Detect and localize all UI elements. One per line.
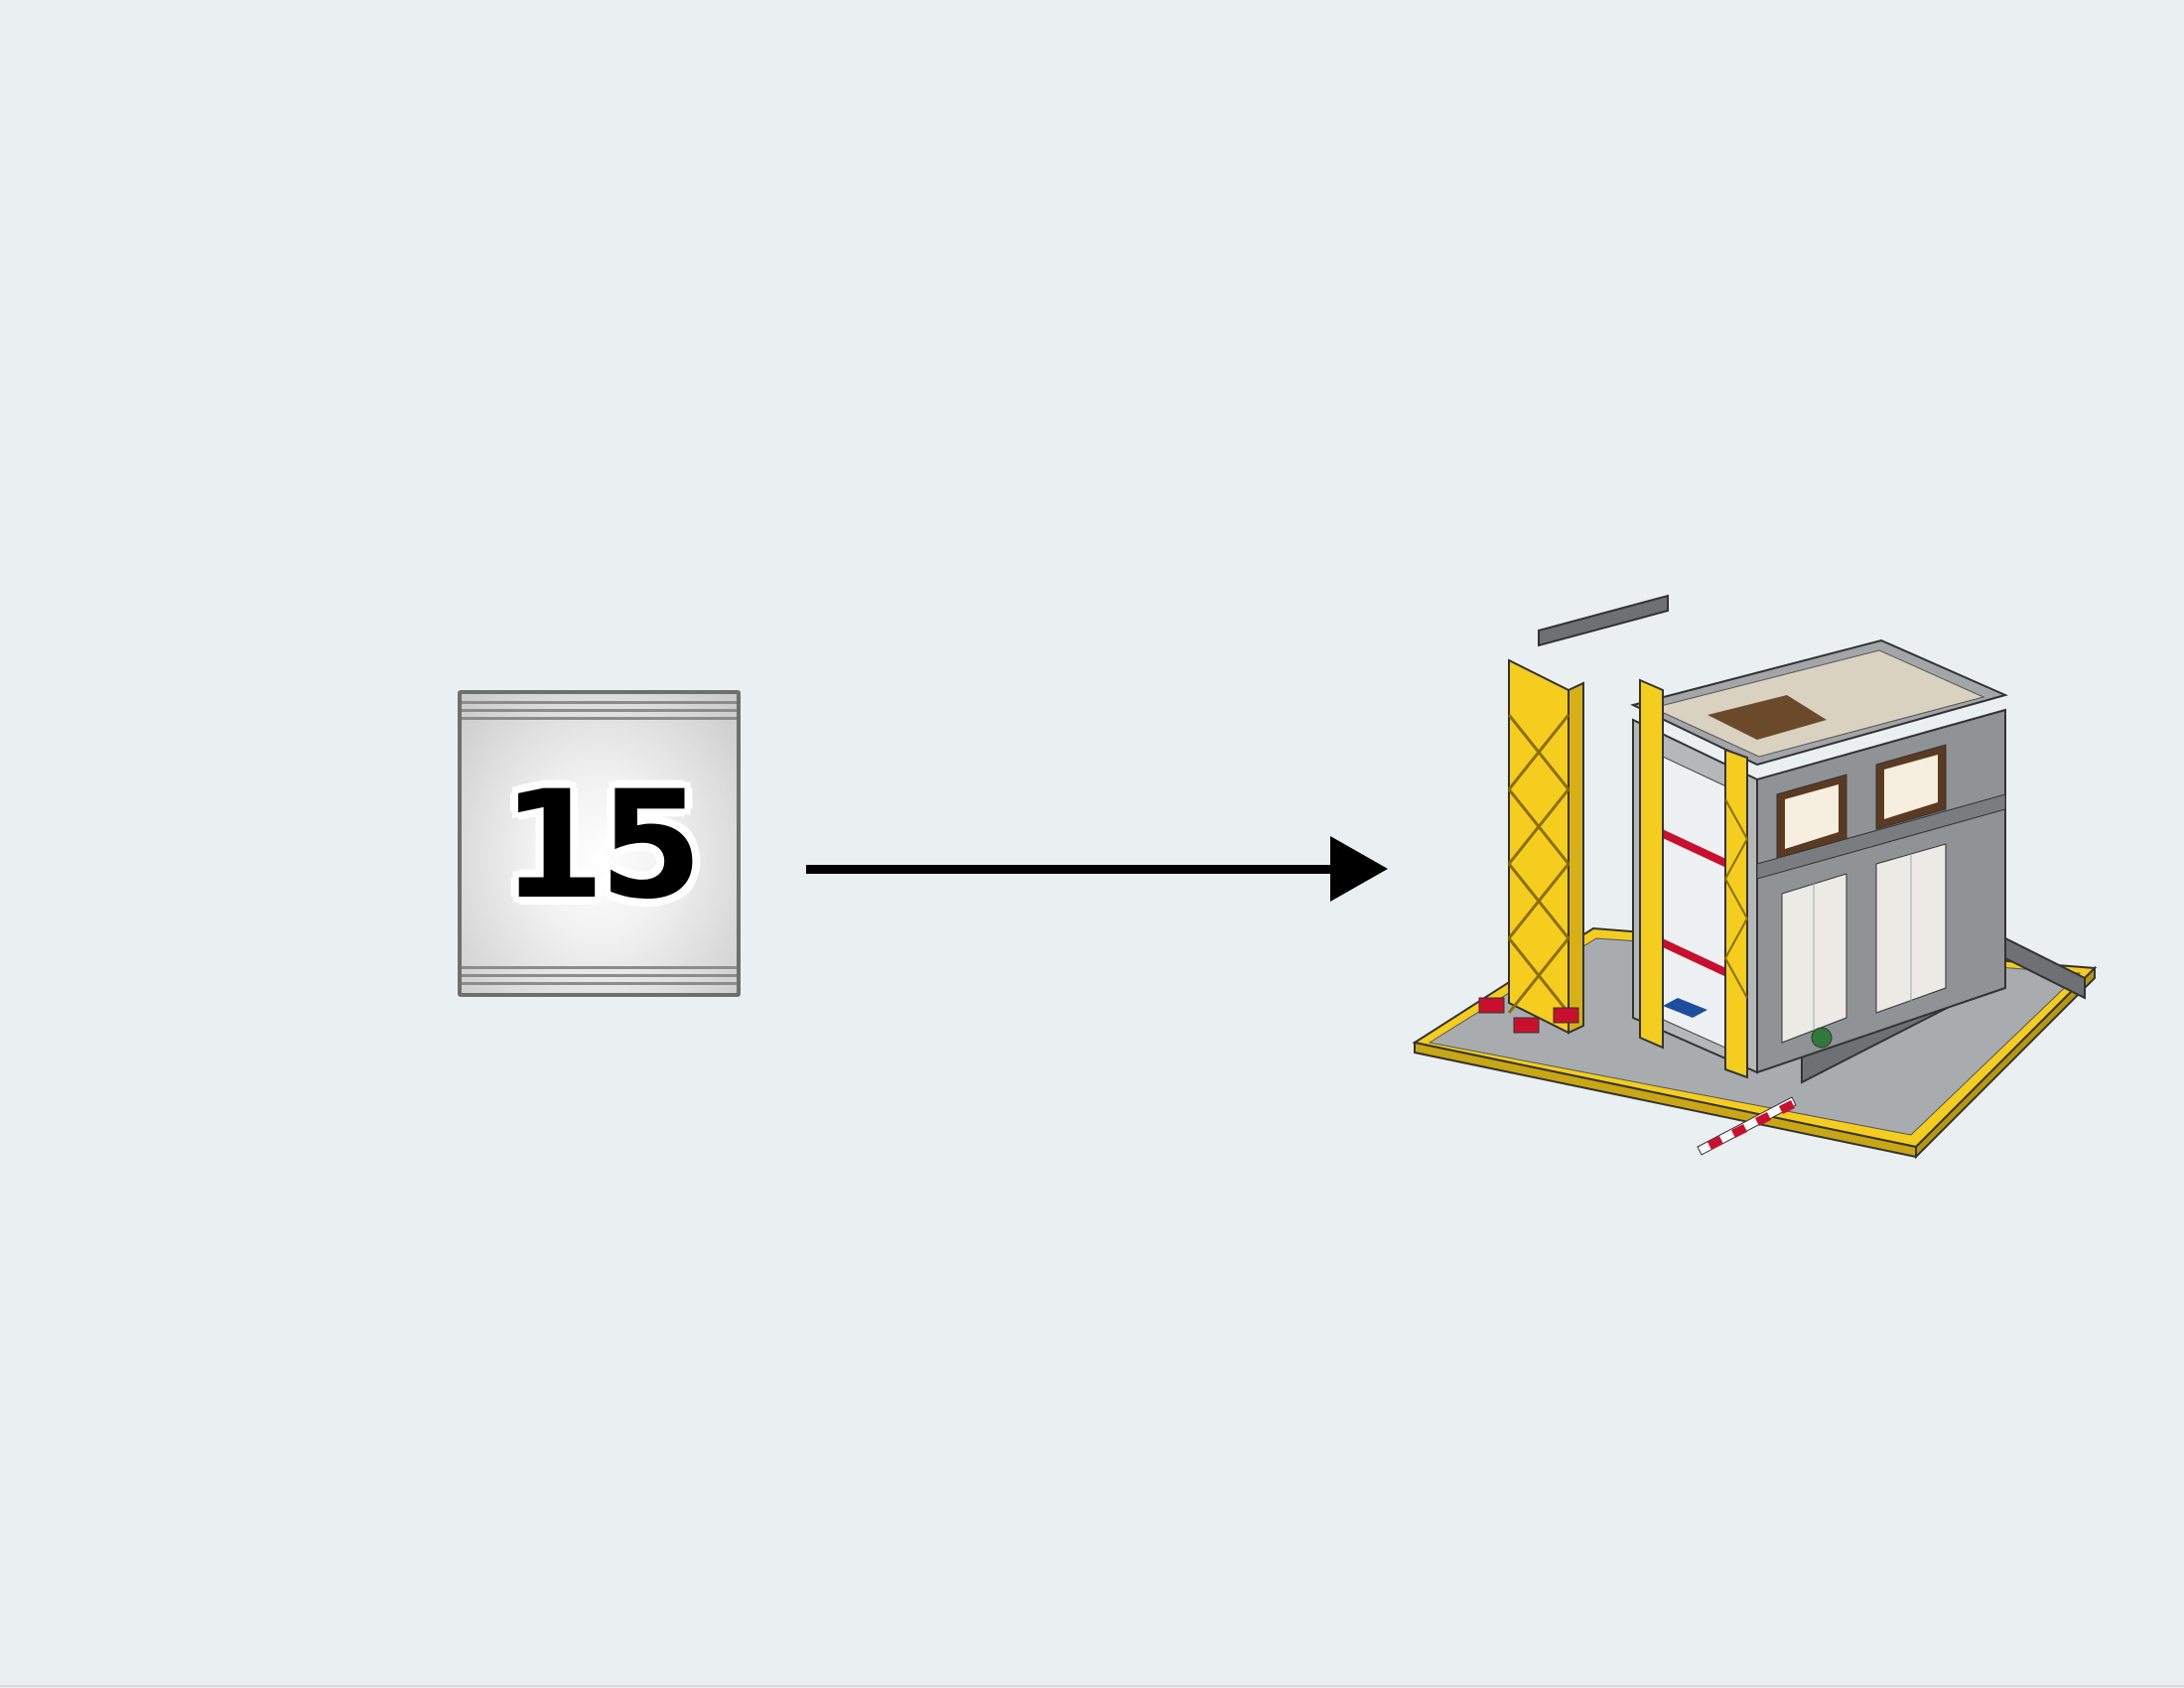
parts-bag-icon: 15 bbox=[458, 690, 741, 997]
page-bottom-rule bbox=[0, 1685, 2184, 1687]
bag-top-seal bbox=[462, 696, 737, 726]
crane-tower bbox=[1507, 594, 1669, 1035]
completed-building-model-illustration bbox=[1412, 594, 2098, 1160]
barrier bbox=[1697, 1096, 1797, 1156]
bag-number: 15 bbox=[501, 760, 703, 932]
bag-bottom-seal bbox=[462, 961, 737, 991]
right-arrow-icon bbox=[806, 836, 1388, 902]
